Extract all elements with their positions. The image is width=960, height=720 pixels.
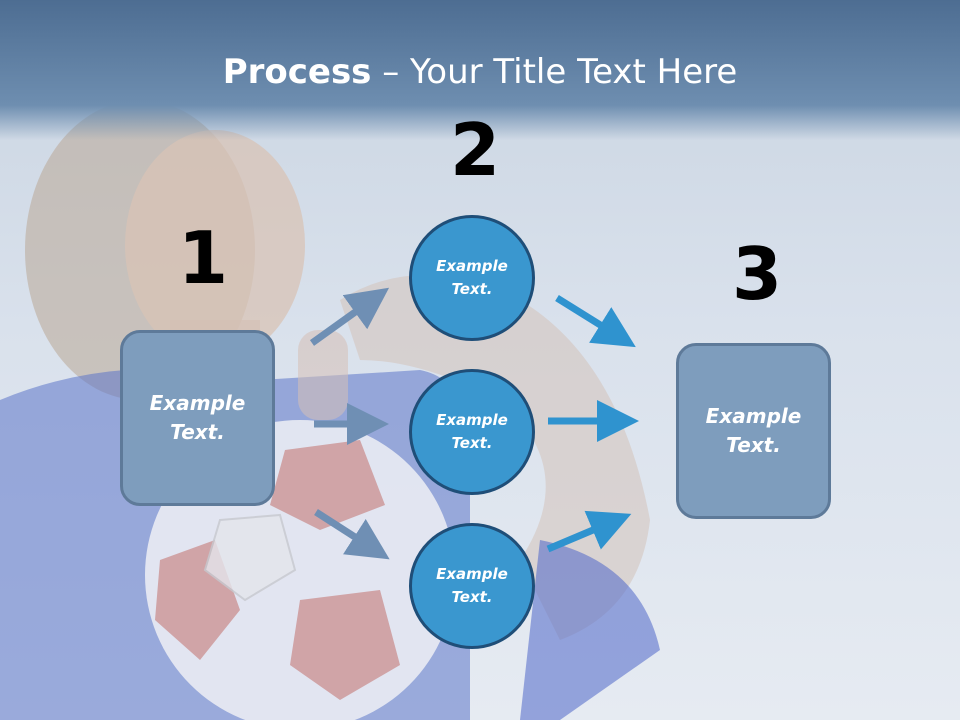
title-bar [0, 0, 960, 140]
arrow-top-to-3 [555, 295, 636, 348]
step-3-number: 3 [732, 232, 783, 316]
step-2-middle-label: Example Text. [436, 411, 508, 452]
title-bold: Process [222, 52, 372, 92]
slide-title: Process – Your Title Text Here [0, 52, 960, 92]
step-1-number: 1 [178, 216, 229, 300]
step-2-top-label: Example Text. [436, 257, 508, 298]
step-2-circle-middle: Example Text. [409, 369, 535, 495]
step-1-box: Example Text. [120, 330, 275, 506]
arrow-1-to-top [309, 287, 390, 346]
title-rest: – Your Title Text Here [371, 52, 738, 92]
step-2-circle-bottom: Example Text. [409, 523, 535, 649]
step-1-label: Example Text. [149, 391, 246, 444]
arrow-1-to-bottom [314, 509, 390, 560]
step-2-number: 2 [450, 108, 501, 192]
arrow-bottom-to-3 [546, 510, 632, 553]
step-3-box: Example Text. [676, 343, 831, 519]
step-2-circle-top: Example Text. [409, 215, 535, 341]
step-3-label: Example Text. [705, 404, 802, 457]
step-2-bottom-label: Example Text. [436, 565, 508, 606]
